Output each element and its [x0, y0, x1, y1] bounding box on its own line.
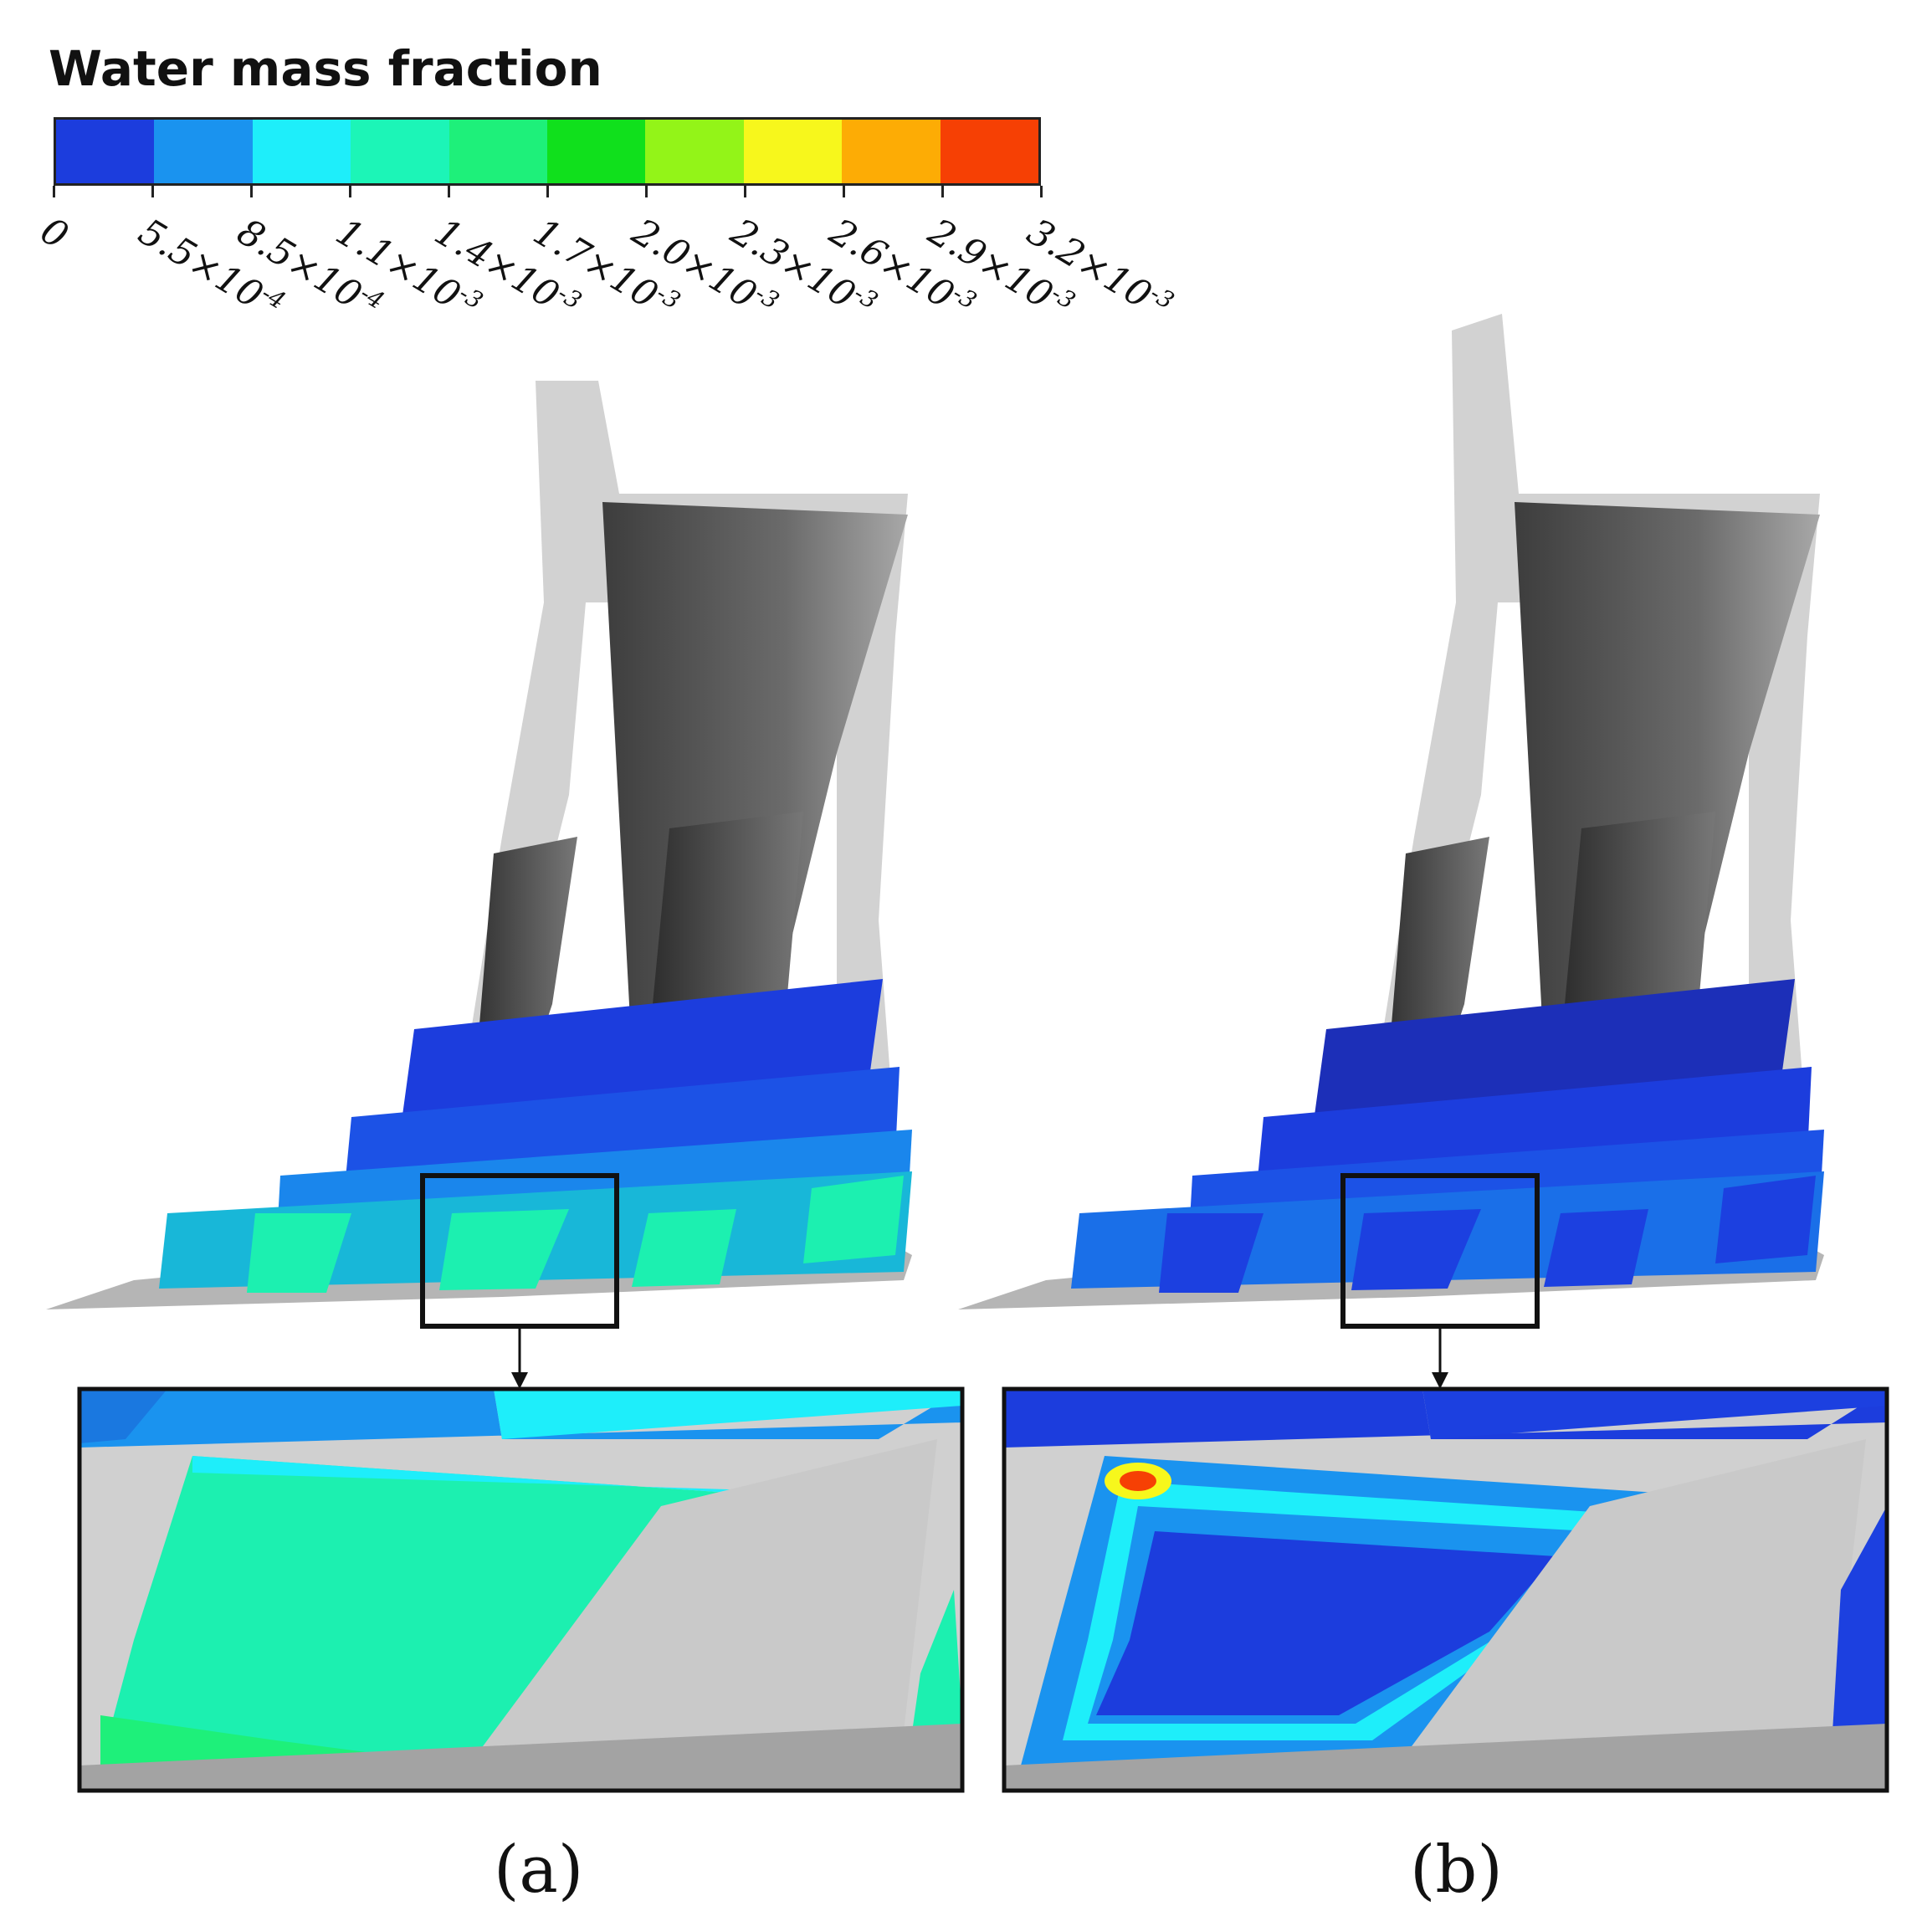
- slices-b: [1071, 979, 1824, 1293]
- colorbar-segment-3: [351, 120, 449, 183]
- colorbar-tick: [546, 186, 549, 197]
- colorbar-segment-7: [743, 120, 843, 183]
- colorbar-segment-8: [842, 120, 941, 183]
- colorbar-tick: [843, 186, 845, 197]
- slice-b-bottom-4: [1715, 1176, 1816, 1263]
- colorbar-tick: [250, 186, 253, 197]
- colorbar-segment-2: [252, 120, 351, 183]
- slice-a-bottom-3: [632, 1209, 736, 1287]
- colorbar-tick: [941, 186, 944, 197]
- colorbar-tick: [448, 186, 450, 197]
- legend-title: Water mass fraction: [49, 40, 602, 97]
- panel-label-a: (a): [494, 1832, 584, 1908]
- slice-b-bottom-3: [1544, 1209, 1648, 1287]
- zoom-a-field: [100, 1456, 803, 1765]
- zoom-panel-a: [77, 1386, 965, 1793]
- slice-a-bottom-1: [247, 1213, 351, 1293]
- slice-b-bottom-1: [1159, 1213, 1263, 1293]
- zoom-panel-b: [1002, 1386, 1889, 1793]
- colorbar-segment-9: [940, 120, 1039, 183]
- turbine-view-a: [46, 381, 912, 1389]
- slices-a: [159, 979, 912, 1293]
- colorbar-tick: [645, 186, 648, 197]
- colorbar-segment-4: [448, 120, 548, 183]
- slice-a-bottom-2: [439, 1209, 569, 1290]
- zoom-arrow-head-a: [511, 1372, 528, 1389]
- colorbar-segment-6: [645, 120, 744, 183]
- colorbar-tick: [151, 186, 154, 197]
- colorbar-tick: [53, 186, 55, 197]
- colorbar-segment-1: [154, 120, 253, 183]
- colorbar-tick: [1040, 186, 1043, 197]
- zoom-arrow-head-b: [1432, 1372, 1448, 1389]
- slice-b-bottom-2: [1351, 1209, 1481, 1290]
- colorbar-tick: [744, 186, 746, 197]
- slice-a-bottom-4: [803, 1176, 904, 1263]
- colorbar-segment-5: [547, 120, 646, 183]
- colorbar: [54, 117, 1041, 186]
- panel-label-b: (b): [1410, 1832, 1503, 1908]
- colorbar-tick: [349, 186, 351, 197]
- turbine-view-b: [958, 314, 1824, 1389]
- colorbar-segment-0: [56, 120, 155, 183]
